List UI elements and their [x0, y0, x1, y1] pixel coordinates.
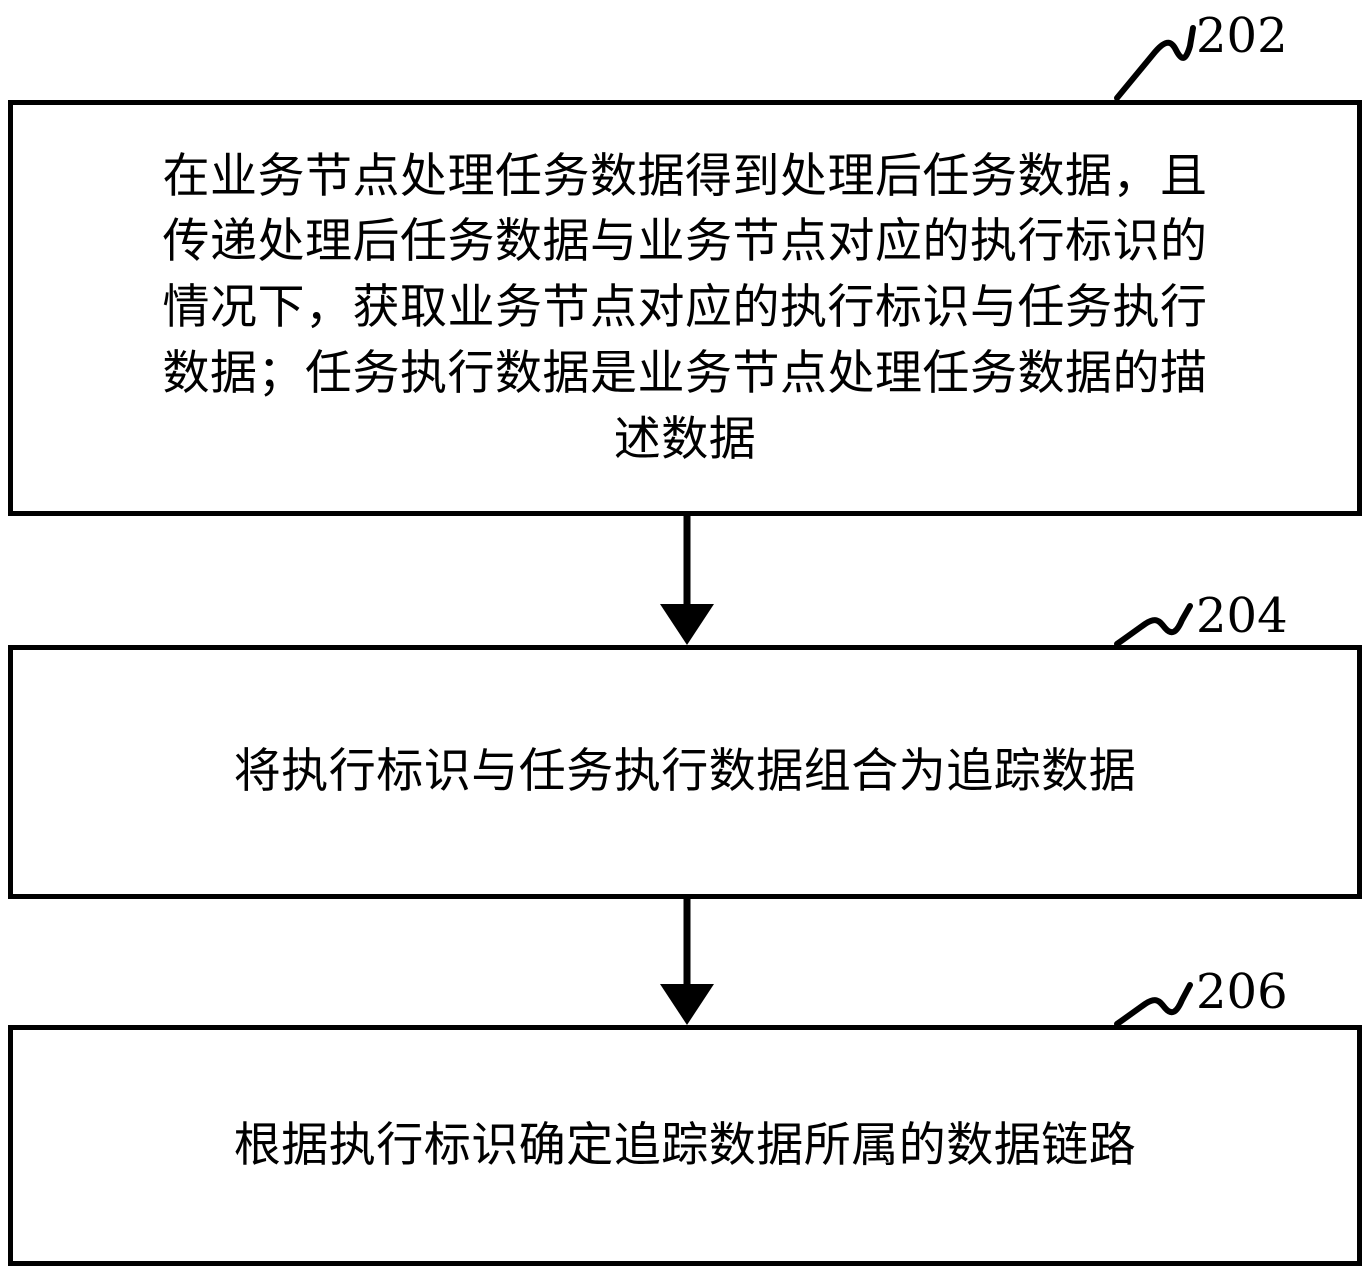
- arrow-204-to-206: [660, 899, 714, 1025]
- reference-numeral-204: 204: [1196, 588, 1288, 644]
- leader-line-206: [1114, 982, 1193, 1027]
- step-text-204: 将执行标识与任务执行数据组合为追踪数据: [233, 744, 1137, 800]
- arrow-202-to-204: [660, 516, 714, 645]
- flowchart-step-box-202: 在业务节点处理任务数据得到处理后任务数据，且 传递处理后任务数据与业务节点对应的…: [8, 100, 1362, 516]
- leader-line-204: [1114, 603, 1193, 647]
- step-text-202: 在业务节点处理任务数据得到处理后任务数据，且 传递处理后任务数据与业务节点对应的…: [162, 148, 1208, 467]
- reference-numeral-202: 202: [1196, 8, 1288, 64]
- flowchart-step-box-204: 将执行标识与任务执行数据组合为追踪数据: [8, 645, 1362, 899]
- leader-line-202: [1114, 25, 1196, 101]
- step-text-206: 根据执行标识确定追踪数据所属的数据链路: [233, 1117, 1137, 1173]
- flowchart-step-box-206: 根据执行标识确定追踪数据所属的数据链路: [8, 1025, 1362, 1266]
- reference-numeral-206: 206: [1196, 964, 1288, 1020]
